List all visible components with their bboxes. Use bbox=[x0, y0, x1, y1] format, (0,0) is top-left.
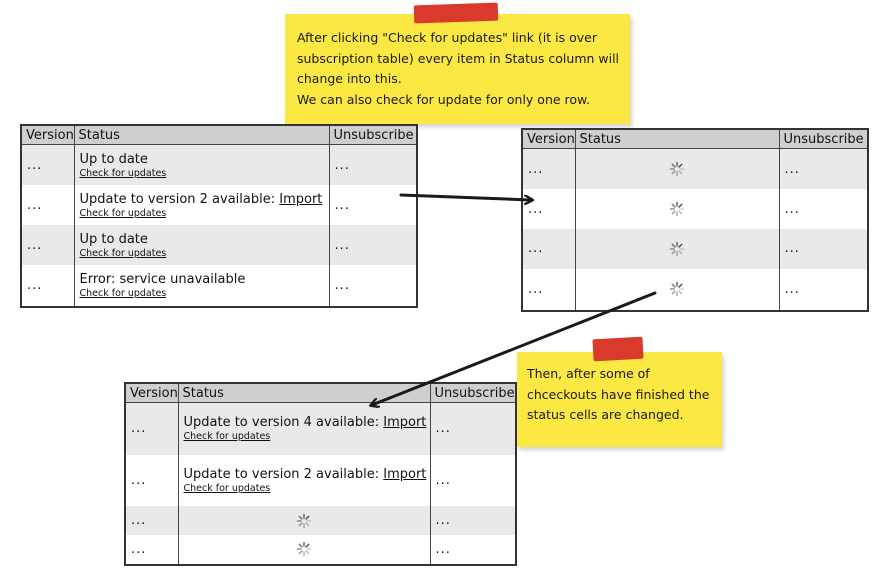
unsubscribe-cell[interactable]: ... bbox=[334, 157, 350, 173]
note-top-line: subscription table) every item in Status… bbox=[297, 50, 620, 66]
status-text: Error: service unavailable bbox=[79, 272, 246, 288]
status-label: Update to version 2 available: bbox=[183, 467, 384, 483]
status-label: Update to version 2 available: bbox=[79, 191, 280, 207]
version-cell: ... bbox=[131, 421, 147, 437]
check-for-updates-link[interactable]: Check for updates bbox=[79, 288, 167, 300]
version-cell: ... bbox=[27, 278, 43, 294]
header-version: Version bbox=[522, 129, 576, 149]
tape-top bbox=[413, 2, 499, 24]
table-row: ... ... bbox=[522, 148, 868, 190]
import-link[interactable]: Import bbox=[383, 415, 427, 431]
status-text: Update to version 4 available: Import bbox=[184, 414, 430, 431]
version-cell: ... bbox=[528, 281, 544, 297]
version-cell: ... bbox=[27, 237, 43, 253]
unsubscribe-cell[interactable]: ... bbox=[435, 473, 451, 489]
table-row: ... ... bbox=[522, 268, 868, 311]
status-text: Up to date bbox=[79, 231, 148, 247]
unsubscribe-cell[interactable]: ... bbox=[784, 281, 800, 297]
status-label: Update to version 4 available: bbox=[183, 415, 384, 431]
version-cell: ... bbox=[131, 541, 147, 557]
import-link[interactable]: Import bbox=[279, 191, 323, 207]
note-bottom-line: Then, after some of bbox=[527, 366, 650, 381]
check-for-updates-link[interactable]: Check for updates bbox=[79, 247, 167, 259]
import-link[interactable]: Import bbox=[383, 467, 427, 483]
table-row: ... ... bbox=[522, 229, 868, 269]
status-text: Update to version 2 available: Import bbox=[184, 466, 430, 483]
table-row: ... Update to version 2 available: Impor… bbox=[125, 454, 516, 507]
spinner-icon bbox=[669, 201, 685, 217]
note-top: After clicking "Check for updates" link … bbox=[285, 14, 630, 124]
arrow-right bbox=[399, 193, 531, 200]
table-row: ... Update to version 4 available: Impor… bbox=[125, 402, 516, 455]
unsubscribe-cell[interactable]: ... bbox=[334, 197, 350, 213]
version-cell: ... bbox=[131, 473, 147, 489]
spinner-icon bbox=[669, 161, 685, 177]
subscription-table-loading: Version Status Unsubscribe ... ... ... .… bbox=[521, 128, 869, 312]
unsubscribe-cell[interactable]: ... bbox=[334, 278, 350, 294]
spinner-icon bbox=[296, 513, 312, 528]
version-cell: ... bbox=[528, 241, 544, 257]
note-top-line: After clicking "Check for updates" link … bbox=[297, 30, 597, 45]
subscription-table-initial: Version Status Unsubscribe ... Up to dat… bbox=[20, 124, 418, 308]
header-unsubscribe: Unsubscribe bbox=[329, 125, 417, 145]
table-row: ... Update to version 2 available: Impor… bbox=[21, 185, 417, 226]
tape-bottom bbox=[592, 336, 644, 362]
unsubscribe-cell[interactable]: ... bbox=[784, 201, 800, 217]
header-status: Status bbox=[178, 383, 431, 403]
version-cell: ... bbox=[528, 201, 544, 217]
note-top-line: change into this. bbox=[297, 71, 402, 86]
header-version: Version bbox=[125, 383, 179, 403]
version-cell: ... bbox=[27, 197, 43, 213]
unsubscribe-cell[interactable]: ... bbox=[784, 161, 800, 177]
check-for-updates-link[interactable]: Check for updates bbox=[79, 207, 167, 219]
table-row: ... ... bbox=[522, 189, 868, 230]
table-row: ... ... bbox=[125, 506, 516, 535]
spinner-icon bbox=[669, 282, 685, 297]
header-status: Status bbox=[74, 125, 330, 145]
note-bottom-line: status cells are changed. bbox=[527, 407, 684, 422]
note-top-line: We can also check for update for only on… bbox=[297, 91, 591, 107]
unsubscribe-cell[interactable]: ... bbox=[334, 237, 350, 253]
check-for-updates-link[interactable]: Check for updates bbox=[79, 167, 167, 179]
spinner-icon bbox=[296, 542, 312, 557]
header-status: Status bbox=[575, 129, 780, 149]
unsubscribe-cell[interactable]: ... bbox=[435, 513, 451, 529]
table-row: ... ... bbox=[125, 534, 516, 565]
unsubscribe-cell[interactable]: ... bbox=[435, 541, 451, 557]
version-cell: ... bbox=[27, 157, 43, 173]
header-unsubscribe: Unsubscribe bbox=[430, 383, 516, 403]
check-for-updates-link[interactable]: Check for updates bbox=[183, 483, 271, 495]
table-row: ... Up to date Check for updates ... bbox=[21, 225, 417, 266]
check-for-updates-link[interactable]: Check for updates bbox=[183, 431, 271, 443]
status-text: Up to date bbox=[79, 151, 148, 167]
note-bottom: Then, after some of chceckouts have fini… bbox=[517, 352, 722, 447]
unsubscribe-cell[interactable]: ... bbox=[435, 421, 451, 437]
spinner-icon bbox=[669, 241, 685, 257]
table-row: ... Up to date Check for updates ... bbox=[21, 144, 417, 186]
subscription-table-partial: Version Status Unsubscribe ... Update to… bbox=[124, 382, 517, 566]
note-bottom-line: chceckouts have finished the bbox=[527, 386, 710, 402]
header-unsubscribe: Unsubscribe bbox=[779, 129, 868, 149]
unsubscribe-cell[interactable]: ... bbox=[784, 241, 800, 257]
table-row: ... Error: service unavailable Check for… bbox=[21, 265, 417, 307]
version-cell: ... bbox=[528, 161, 544, 177]
status-text: Update to version 2 available: Import bbox=[80, 191, 329, 208]
version-cell: ... bbox=[131, 513, 147, 529]
header-version: Version bbox=[21, 125, 75, 145]
